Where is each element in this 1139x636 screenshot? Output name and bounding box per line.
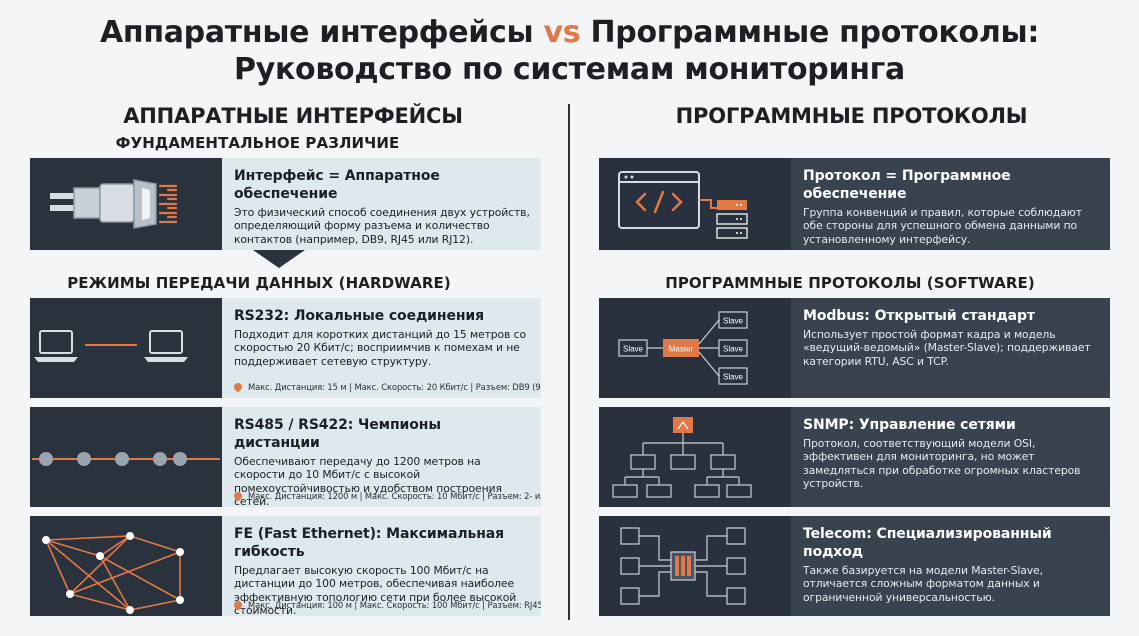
diagram-slave-label: Slave [723, 317, 744, 326]
title-line-1: Аппаратные интерфейсы vs Программные про… [99, 15, 1040, 50]
card-title: Интерфейс = Аппаратное обеспечение [234, 168, 440, 202]
right-section-heading: ПРОГРАММНЫЕ ПРОТОКОЛЫ (SOFTWARE) [665, 274, 1035, 292]
card-text: Протокол = Программное обеспечение Групп… [791, 158, 1110, 250]
spec-line: Макс. Дистанция: 1200 м | Макс. Скорость… [232, 490, 541, 502]
card-title: SNMP: Управление сетями [803, 417, 1016, 433]
card-title: Telecom: Специализированный подход [803, 526, 1052, 560]
location-pin-icon [232, 599, 244, 611]
card-body: Обеспечивают передачу до 1200 метров на … [234, 455, 502, 507]
diagram-slave-label: Slave [723, 345, 744, 354]
page-title: Аппаратные интерфейсы vs Программные про… [0, 14, 1139, 88]
card-body: Подходит для коротких дистанций до 15 ме… [234, 328, 526, 368]
fast-ethernet-card: FE (Fast Ethernet): Максимальная гибкост… [30, 516, 541, 616]
title-vs: vs [543, 15, 581, 50]
card-body: Это физический способ соединения двух ус… [234, 206, 530, 246]
card-title: Протокол = Программное обеспечение [803, 168, 1011, 202]
snmp-card: SNMP: Управление сетями Протокол, соотве… [599, 407, 1110, 507]
card-text: RS485 / RS422: Чемпионы дистанции Обеспе… [222, 407, 541, 507]
rs232-card: RS232: Локальные соединения Подходит для… [30, 298, 541, 398]
card-body: Предлагает высокую скорость 100 Мбит/с н… [234, 564, 517, 616]
card-title: Modbus: Открытый стандарт [803, 308, 1035, 324]
diagram-slave-label: Slave [723, 373, 744, 382]
network-tree-icon [599, 407, 791, 507]
master-slave-icon: Slave Master Slave Slave Slave [599, 298, 791, 398]
left-heading: АППАРАТНЫЕ ИНТЕРФЕЙСЫ [123, 104, 463, 128]
card-body: Группа конвенций и правил, которые соблю… [803, 206, 1082, 246]
left-subheading: ФУНДАМЕНТАЛЬНОЕ РАЗЛИЧИЕ [115, 134, 400, 152]
card-text: Интерфейс = Аппаратное обеспечение Это ф… [222, 158, 541, 250]
card-text: Modbus: Открытый стандарт Использует про… [791, 298, 1110, 398]
interface-definition-card: Интерфейс = Аппаратное обеспечение Это ф… [30, 158, 541, 250]
card-body: Использует простой формат кадра и модель… [803, 328, 1091, 368]
spec-line: Макс. Дистанция: 15 м | Макс. Скорость: … [232, 381, 541, 393]
diagram-slave-label: Slave [623, 345, 644, 354]
down-arrow-icon [253, 250, 305, 268]
telecom-card: Telecom: Специализированный подход Также… [599, 516, 1110, 616]
card-title: FE (Fast Ethernet): Максимальная гибкост… [234, 526, 505, 560]
right-heading: ПРОГРАММНЫЕ ПРОТОКОЛЫ [675, 104, 1028, 128]
modbus-card: Slave Master Slave Slave Slave Modbus: О… [599, 298, 1110, 398]
serial-cable-icon [30, 158, 222, 250]
bus-line-icon [30, 407, 222, 507]
rs485-card: RS485 / RS422: Чемпионы дистанции Обеспе… [30, 407, 541, 507]
card-title: RS485 / RS422: Чемпионы дистанции [234, 417, 441, 451]
card-body: Также базируется на модели Master-Slave,… [803, 564, 1043, 604]
location-pin-icon [232, 490, 244, 502]
location-pin-icon [232, 381, 244, 393]
left-section-heading: РЕЖИМЫ ПЕРЕДАЧИ ДАННЫХ (HARDWARE) [67, 274, 451, 292]
spec-line: Макс. Дистанция: 100 м | Макс. Скорость:… [232, 599, 541, 611]
code-window-icon [599, 158, 791, 250]
card-text: Telecom: Специализированный подход Также… [791, 516, 1110, 616]
diagram-master-label: Master [669, 345, 694, 354]
card-body: Протокол, соответствующий модели OSI, эф… [803, 437, 1081, 491]
title-line-2: Руководство по системам мониторинга [234, 52, 905, 87]
column-divider [568, 104, 570, 620]
card-title: RS232: Локальные соединения [234, 308, 485, 324]
two-laptops-link-icon [30, 298, 222, 398]
protocol-definition-card: Протокол = Программное обеспечение Групп… [599, 158, 1110, 250]
card-text: RS232: Локальные соединения Подходит для… [222, 298, 541, 398]
mesh-network-icon [30, 516, 222, 616]
telecom-hub-icon [599, 516, 791, 616]
card-text: SNMP: Управление сетями Протокол, соотве… [791, 407, 1110, 507]
card-text: FE (Fast Ethernet): Максимальная гибкост… [222, 516, 541, 616]
